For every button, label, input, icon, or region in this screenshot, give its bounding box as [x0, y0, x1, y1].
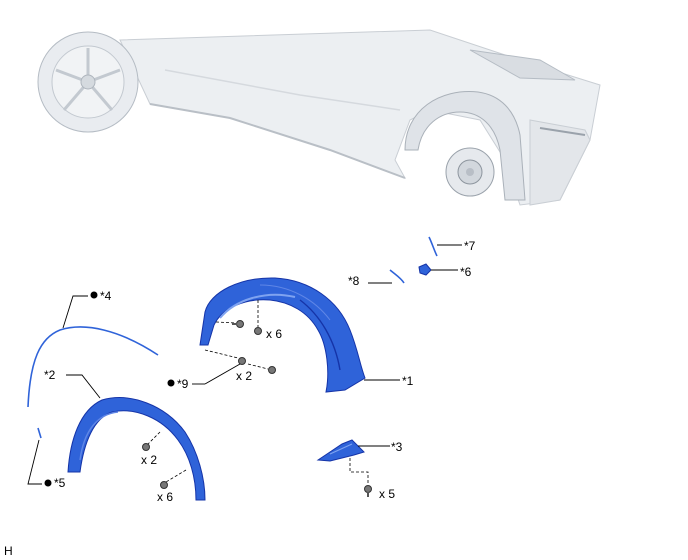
screw-icon — [215, 320, 244, 328]
qty-screws-liner: x 2 — [236, 369, 252, 383]
qty-clips-liner: x 6 — [266, 327, 282, 341]
screw-icon — [204, 349, 276, 374]
qty-screws-mudguard: x 5 — [379, 487, 395, 501]
part-2-wheel-opening-moulding — [67, 397, 206, 501]
label-p3: *3 — [391, 440, 403, 454]
part-8 — [389, 269, 405, 284]
clip-icon — [254, 300, 262, 335]
clip-icon — [160, 469, 187, 489]
label-p7: *7 — [464, 239, 476, 253]
label-p1: *1 — [402, 374, 414, 388]
new-part-bullet-icon — [167, 379, 175, 387]
part-4-moulding — [27, 326, 159, 408]
screw-icon — [142, 431, 161, 451]
part-6 — [418, 263, 432, 276]
label-p2: *2 — [44, 368, 56, 382]
new-part-bullet-icon — [90, 291, 98, 299]
label-p6: *6 — [460, 265, 472, 279]
qty-screws-moulding: x 2 — [141, 453, 157, 467]
corner-mark: H — [4, 544, 13, 558]
qty-clips-moulding: x 6 — [157, 490, 173, 504]
part-3-mudguard — [316, 439, 365, 462]
label-p5: *5 — [54, 476, 66, 490]
new-part-bullet-icon — [44, 479, 52, 487]
label-p8: *8 — [348, 274, 360, 288]
screw-icon — [349, 458, 372, 497]
part-1-fender-liner — [199, 277, 366, 393]
part-7 — [428, 236, 438, 257]
part-5 — [37, 427, 42, 439]
label-p9: *9 — [177, 377, 189, 391]
vehicle-illustration — [37, 29, 601, 206]
label-p4: *4 — [100, 289, 112, 303]
